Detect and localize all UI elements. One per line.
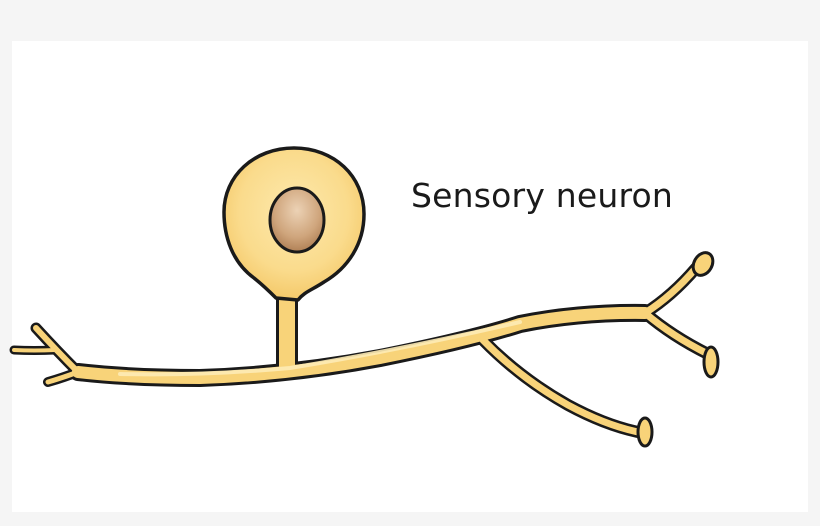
terminal-lower xyxy=(636,416,654,448)
cell-body xyxy=(222,146,366,302)
axon-terminals xyxy=(636,251,720,448)
neuron-label: Sensory neuron xyxy=(411,176,674,215)
diagram-panel xyxy=(12,41,808,512)
terminal-middle xyxy=(702,345,720,379)
nucleus xyxy=(268,186,326,254)
neuron-processes xyxy=(9,262,714,438)
terminal-upper xyxy=(691,251,715,277)
